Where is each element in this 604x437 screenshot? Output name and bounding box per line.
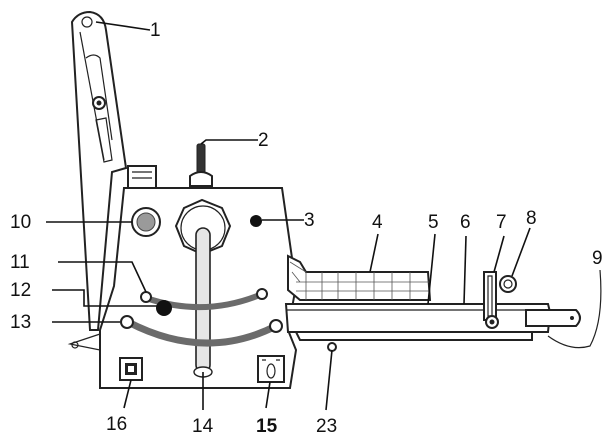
callout-15: 15 — [256, 416, 278, 437]
hub-and-handle — [174, 198, 232, 378]
callout-10: 10 — [10, 212, 31, 233]
end-tab-9 — [525, 269, 602, 349]
callout-6: 6 — [460, 212, 471, 233]
callout-13: 13 — [10, 312, 31, 333]
callout-12: 12 — [10, 280, 31, 301]
horizontal-rail — [284, 303, 552, 341]
dial-15 — [257, 355, 285, 383]
callout-labels: 1 2 3 4 5 6 7 8 9 10 11 12 13 14 15 16 2… — [10, 20, 603, 437]
screw-23 — [327, 342, 337, 352]
black-dot-3 — [250, 215, 262, 227]
callout-23: 23 — [316, 416, 337, 437]
callout-2: 2 — [258, 130, 269, 151]
top-block — [127, 165, 157, 189]
callout-14: 14 — [192, 416, 214, 437]
callout-8: 8 — [526, 208, 537, 229]
wheel-8 — [499, 275, 517, 293]
rail-bracket-7 — [483, 271, 499, 329]
left-foot — [67, 333, 101, 351]
gray-knob — [131, 207, 161, 237]
upper-arm — [70, 10, 128, 331]
switch-16 — [119, 357, 143, 381]
top-rod — [189, 143, 213, 187]
curved-straps — [120, 288, 283, 347]
callout-1: 1 — [150, 20, 161, 41]
leader-lines — [46, 21, 531, 411]
callout-16: 16 — [106, 414, 127, 435]
callout-7: 7 — [496, 212, 507, 233]
callout-3: 3 — [304, 210, 315, 231]
callout-5: 5 — [428, 212, 439, 233]
callout-4: 4 — [372, 212, 383, 233]
mat-grid — [287, 254, 432, 301]
callout-9: 9 — [592, 248, 603, 269]
callout-11: 11 — [10, 252, 30, 273]
